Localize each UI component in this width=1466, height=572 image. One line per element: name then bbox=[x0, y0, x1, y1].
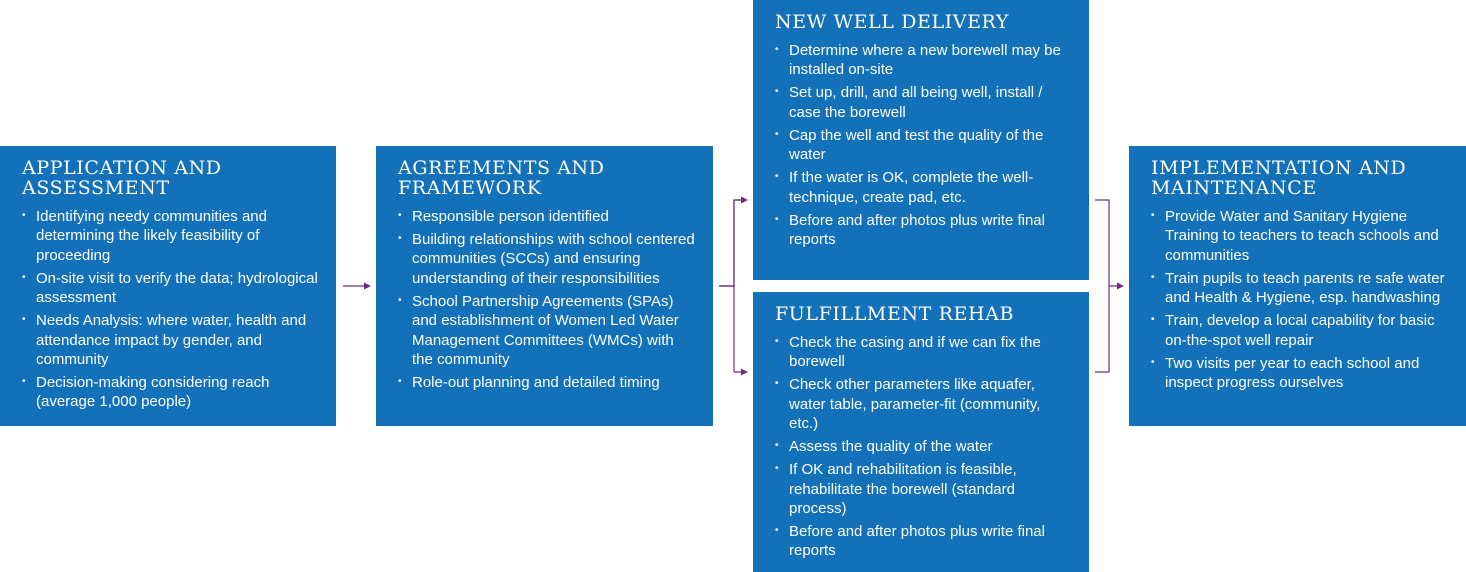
step-list: Identifying needy communities and determ… bbox=[22, 207, 318, 412]
list-item: Decision-making considering reach (avera… bbox=[22, 373, 318, 412]
list-item: Train, develop a local capability for ba… bbox=[1151, 311, 1448, 350]
step-title: NEW WELL DELIVERY bbox=[775, 11, 1010, 33]
list-item: Role-out planning and detailed timing bbox=[398, 373, 695, 392]
step-list: Determine where a new borewell may be in… bbox=[775, 41, 1071, 249]
step-title: IMPLEMENTATION AND MAINTENANCE bbox=[1151, 157, 1407, 199]
list-item: Check other parameters like aquafer, wat… bbox=[775, 375, 1071, 433]
list-item: Assess the quality of the water bbox=[775, 437, 1071, 456]
step-title: APPLICATION AND ASSESSMENT bbox=[22, 157, 222, 199]
step-agreements-framework: AGREEMENTS AND FRAMEWORK Responsible per… bbox=[376, 146, 713, 426]
step-title: AGREEMENTS AND FRAMEWORK bbox=[398, 157, 605, 199]
list-item: Set up, drill, and all being well, insta… bbox=[775, 83, 1071, 122]
list-item: If OK and rehabilitation is feasible, re… bbox=[775, 460, 1071, 518]
connector-split-bracket bbox=[719, 199, 745, 287]
list-item: School Partnership Agreements (SPAs) and… bbox=[398, 292, 695, 370]
step-application-assessment: APPLICATION AND ASSESSMENT Identifying n… bbox=[0, 146, 336, 426]
step-fulfillment-rehab: FULFILLMENT REHAB Check the casing and i… bbox=[753, 292, 1089, 572]
list-item: On-site visit to verify the data; hydrol… bbox=[22, 269, 318, 308]
arrowhead-to-agreements bbox=[364, 282, 371, 290]
step-list: Responsible person identified Building r… bbox=[398, 207, 695, 392]
list-item: Determine where a new borewell may be in… bbox=[775, 41, 1071, 80]
list-item: Needs Analysis: where water, health and … bbox=[22, 311, 318, 369]
arrowhead-to-implementation bbox=[1117, 282, 1124, 290]
list-item: Two visits per year to each school and i… bbox=[1151, 354, 1448, 393]
list-item: Responsible person identified bbox=[398, 207, 695, 226]
list-item: Cap the well and test the quality of the… bbox=[775, 126, 1071, 165]
arrowhead-to-new-well bbox=[741, 196, 748, 204]
list-item: Before and after photos plus write final… bbox=[775, 522, 1071, 561]
list-item: Provide Water and Sanitary Hygiene Train… bbox=[1151, 207, 1448, 265]
step-title: FULFILLMENT REHAB bbox=[775, 303, 1015, 325]
step-implementation-maintenance: IMPLEMENTATION AND MAINTENANCE Provide W… bbox=[1129, 146, 1466, 426]
connector-split-path bbox=[719, 199, 745, 373]
step-new-well-delivery: NEW WELL DELIVERY Determine where a new … bbox=[753, 0, 1089, 280]
list-item: Identifying needy communities and determ… bbox=[22, 207, 318, 265]
step-list: Check the casing and if we can fix the b… bbox=[775, 333, 1071, 561]
list-item: Building relationships with school cente… bbox=[398, 230, 695, 288]
list-item: Train pupils to teach parents re safe wa… bbox=[1151, 269, 1448, 308]
step-list: Provide Water and Sanitary Hygiene Train… bbox=[1151, 207, 1448, 392]
list-item: If the water is OK, complete the well-te… bbox=[775, 168, 1071, 207]
list-item: Before and after photos plus write final… bbox=[775, 211, 1071, 250]
arrowhead-to-rehab bbox=[741, 368, 748, 376]
list-item: Check the casing and if we can fix the b… bbox=[775, 333, 1071, 372]
